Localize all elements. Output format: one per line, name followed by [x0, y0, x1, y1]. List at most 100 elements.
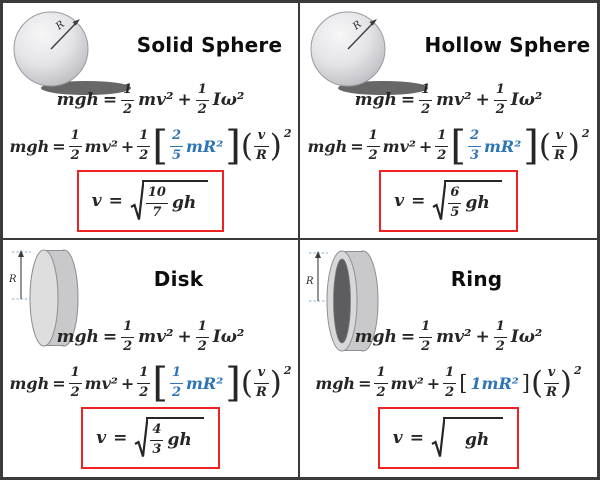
eq-term: +	[418, 136, 433, 156]
eq-term: +	[426, 373, 441, 393]
panel-title: Ring	[450, 267, 503, 291]
radical-sign	[134, 418, 149, 457]
inertia-term: 1mR²	[470, 373, 519, 393]
left-paren: (	[240, 364, 253, 401]
result-row: v = gh	[300, 407, 597, 469]
eq-term: mv²	[84, 136, 118, 156]
inertia-term: mR²	[186, 136, 224, 156]
inertia-term: mR²	[186, 373, 224, 393]
ring-illustration: R	[305, 250, 379, 352]
eq-term: =	[411, 191, 426, 211]
eq-term: mv²	[138, 327, 174, 347]
right-paren: )	[269, 127, 282, 164]
radius-label: R	[8, 274, 17, 285]
eq-term: =	[350, 136, 364, 156]
eq-term: gh	[167, 430, 192, 450]
sphere-shadow	[338, 81, 428, 95]
eq-term: mgh	[56, 327, 99, 347]
eq-term: mv²	[390, 373, 424, 393]
eq-term: mv²	[436, 327, 472, 347]
eq-term: =	[400, 90, 416, 110]
radicand: gh	[442, 417, 504, 459]
square-root: gh	[431, 417, 504, 459]
right-bracket: ]	[225, 123, 241, 169]
ring-body	[326, 250, 379, 352]
right-bracket: ]	[523, 123, 539, 169]
panel-title: Disk	[153, 267, 204, 291]
left-bracket: [	[459, 370, 468, 395]
left-bracket: [	[152, 360, 168, 406]
exponent: 2	[283, 127, 292, 140]
eq-term: =	[52, 136, 66, 156]
left-paren: (	[530, 364, 544, 401]
eq-term: mv²	[84, 373, 118, 393]
right-paren: )	[559, 364, 573, 401]
eq-term: +	[177, 90, 192, 110]
eq-term: v	[96, 428, 107, 448]
eq-term: =	[400, 327, 416, 347]
panel-title: Solid Sphere	[136, 33, 283, 57]
eq-term: mv²	[138, 90, 174, 110]
left-paren: (	[538, 127, 551, 164]
left-bracket: [	[450, 123, 466, 169]
eq-term: mgh	[354, 90, 397, 110]
eq-term: mgh	[9, 373, 50, 393]
eq-term: mgh	[307, 136, 348, 156]
right-bracket: ]	[521, 370, 530, 395]
eq-term: Iω²	[212, 90, 245, 110]
left-bracket: [	[152, 123, 168, 169]
radical-sign	[130, 181, 144, 220]
eq-term: +	[177, 327, 192, 347]
ring-hole	[333, 258, 351, 344]
eq-term: =	[52, 373, 66, 393]
eq-term: +	[475, 90, 490, 110]
right-paren: )	[567, 127, 580, 164]
result-box: v = gh	[377, 407, 520, 469]
right-bracket: ]	[225, 360, 241, 406]
disk-illustration: R	[8, 249, 79, 347]
eq-term: Iω²	[510, 327, 543, 347]
exponent: 2	[574, 364, 582, 377]
eq-term: +	[120, 373, 135, 393]
eq-term: v	[91, 191, 102, 211]
eq-term: v	[394, 191, 405, 211]
sphere-shadow	[41, 81, 131, 95]
eq-term: v	[392, 428, 403, 448]
eq-term: gh	[464, 430, 490, 450]
eq-term: mgh	[9, 136, 50, 156]
panel-title: Hollow Sphere	[424, 33, 591, 57]
eq-term: Iω²	[212, 327, 245, 347]
